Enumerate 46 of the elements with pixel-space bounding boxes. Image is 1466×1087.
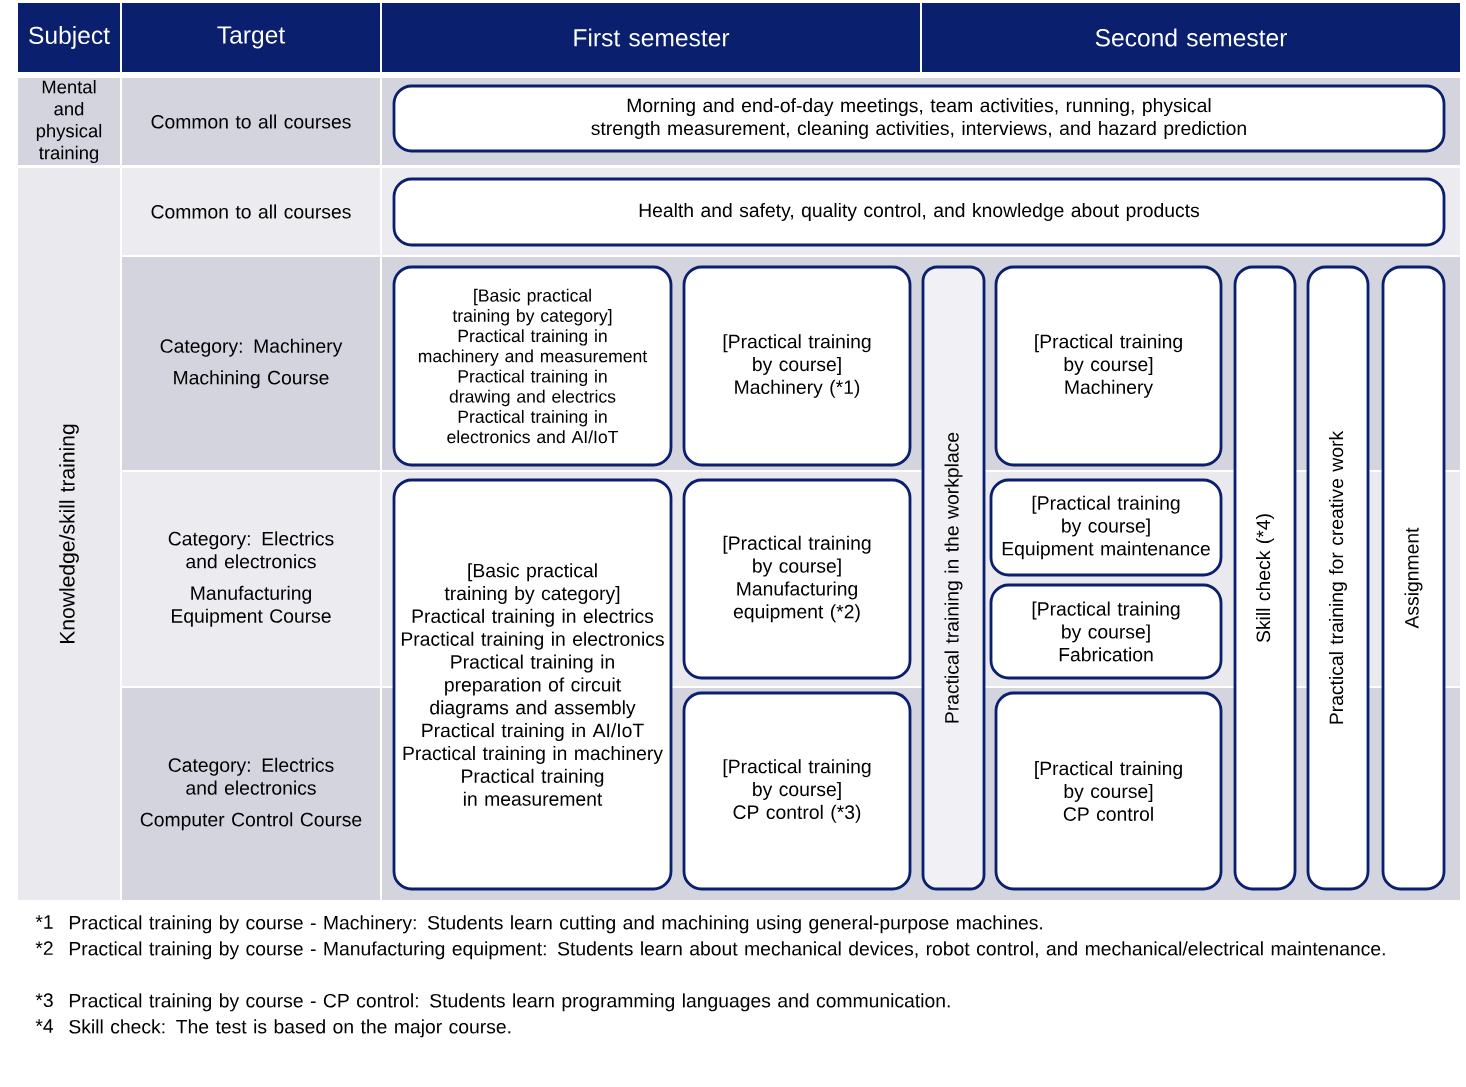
activity-box: [Basic practical training by category] Practical training in electrics Practical training in electronics Practical training in preparation of circuit diagrams and assembly Practical training in AI/IoT Practical training in machinery Practical training in measurement (392, 478, 673, 891)
target-cell: Common to all courses (122, 168, 380, 255)
vertical-activity-box: Skill check (*4) (1233, 265, 1297, 891)
node-label: Category: Machinery (160, 338, 343, 357)
header-cell: Second semester (922, 3, 1460, 72)
footnote-marker: *3 (35, 993, 53, 1008)
vertical-activity-box: Assignment (1381, 265, 1446, 891)
header-cell: Target (122, 3, 380, 72)
node-label: First semester (574, 28, 730, 47)
header-cell: Subject (18, 3, 120, 72)
activity-box: [Practical training by course] CP control (*3) (682, 691, 912, 891)
node-label: Manufacturing Equipment Course (172, 585, 331, 627)
activity-box: [Practical training by course] Machinery (994, 265, 1223, 467)
node-label: Category: Electrics and electronics (168, 531, 334, 569)
node-label: Mental and physical training (36, 79, 102, 164)
subject-cell: Mental and physical training (18, 78, 120, 165)
node-label: Category: Electrics and electronics (168, 757, 334, 795)
header-cell: First semester (382, 3, 920, 72)
activity-box: [Practical training by course] Manufacturing equipment (*2) (682, 478, 912, 680)
node-label: Computer Control Course (140, 812, 362, 831)
vertical-activity-box: Practical training for creative work (1306, 265, 1370, 891)
node-label: Machining Course (174, 370, 329, 389)
activity-box: [Practical training by course] Fabrication (989, 583, 1223, 680)
activity-box: Morning and end-of-day meetings, team activities, running, physical strength measurement, cleaning activities, interviews, and hazard prediction (392, 84, 1446, 153)
footnote-text: Practical training by course - Manufacturing equipment: Students learn about mechanical devices, robot control, and mechanical/electrical maintenance. (69, 941, 1385, 960)
activity-box: [Basic practical training by category] Practical training in machinery and measurement Practical training in drawing and electrics Practical training in electronics and AI/IoT (392, 265, 673, 467)
target-cell: Common to all courses (122, 78, 380, 165)
node-label: Second semester (1095, 28, 1287, 47)
target-cell: Category: Electrics and electronics Manufacturing Equipment Course (122, 472, 380, 686)
activity-box: [Practical training by course] Machinery (*1) (682, 265, 912, 467)
footnote-text: Skill check: The test is based on the major course. (69, 1019, 511, 1038)
footnote-text: Practical training by course - Machinery: Students learn cutting and machining using general-purpose machines. (69, 915, 1042, 934)
vertical-activity-box: Practical training in the workplace (921, 265, 986, 891)
node-label: Subject (29, 26, 110, 49)
target-cell: Category: Electrics and electronics Computer Control Course (122, 688, 380, 900)
footnote-marker: *2 (35, 941, 53, 955)
node-label: Common to all courses (151, 204, 351, 219)
node-label: Common to all courses (151, 114, 351, 129)
subject-cell: Knowledge/skill training (18, 168, 120, 900)
activity-box: [Practical training by course] Equipment maintenance (989, 478, 1223, 577)
target-cell: Category: Machinery Machining Course (122, 257, 380, 470)
activity-box: [Practical training by course] CP control (994, 691, 1223, 891)
activity-box: Health and safety, quality control, and knowledge about products (392, 177, 1446, 247)
footnote-text: Practical training by course - CP control: Students learn programming languages and communication. (69, 993, 950, 1012)
node-label: Target (217, 26, 286, 49)
footnote-marker: *4 (35, 1019, 54, 1033)
